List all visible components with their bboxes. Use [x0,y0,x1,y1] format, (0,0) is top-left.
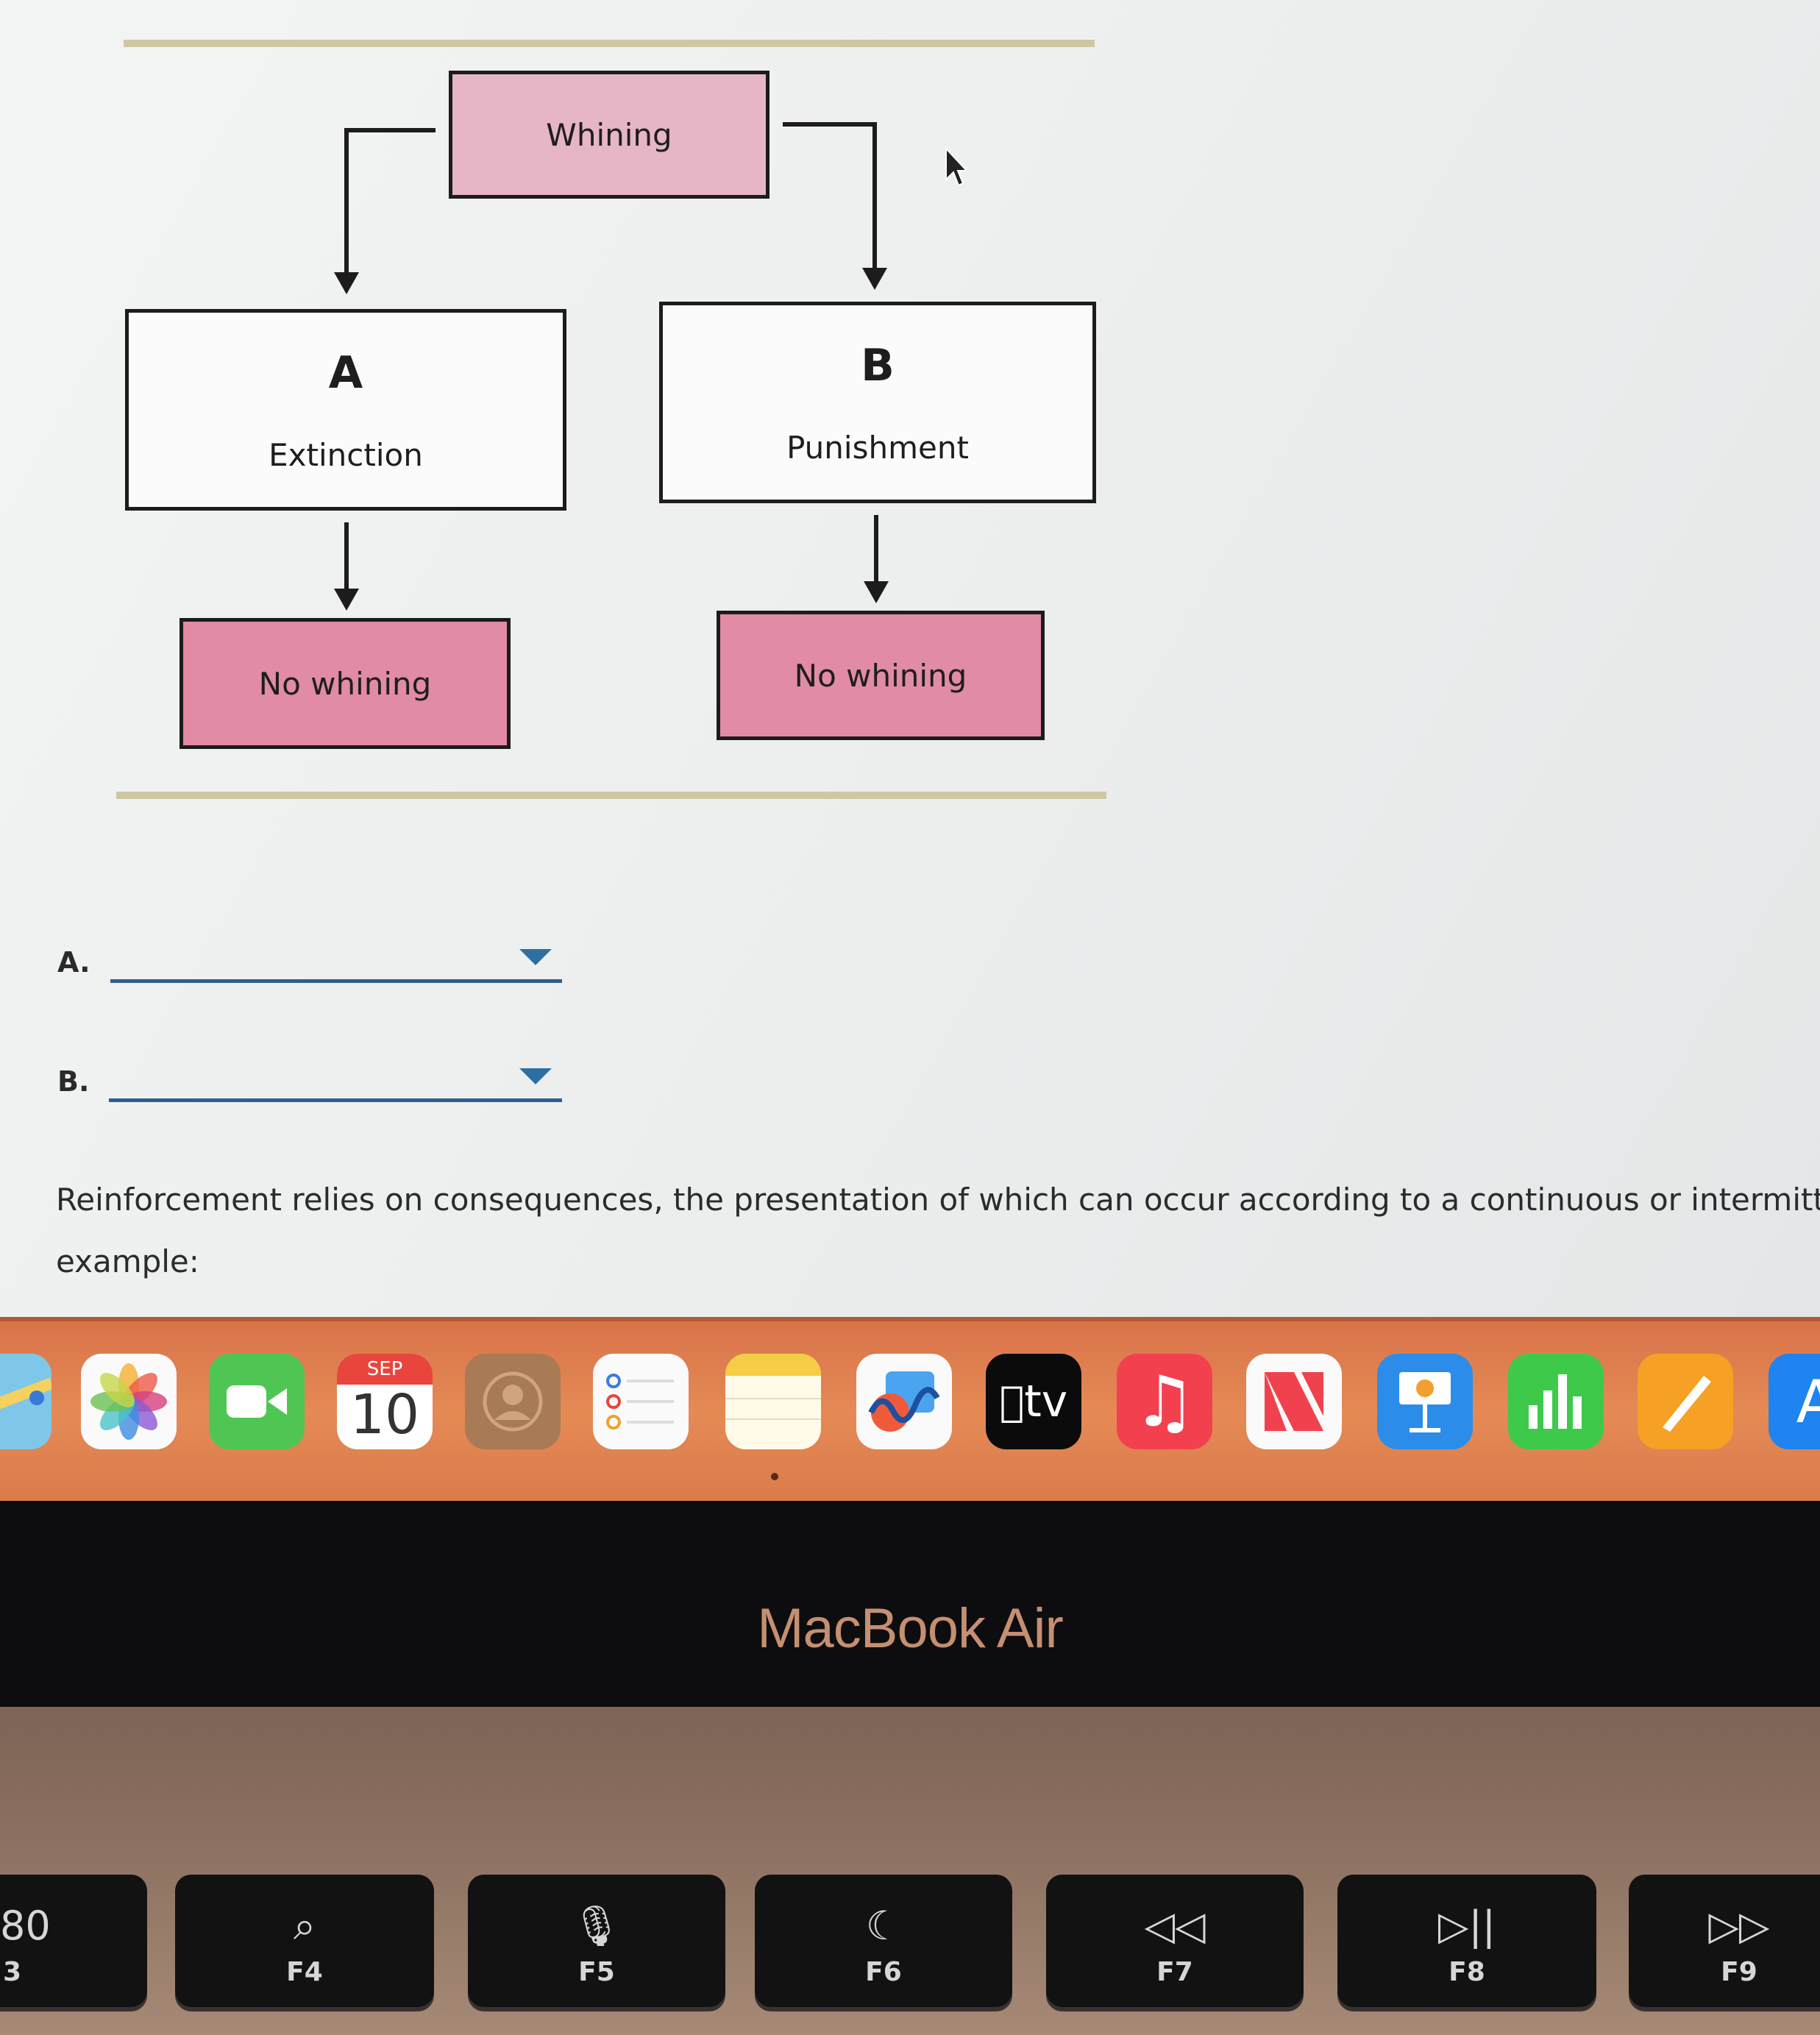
key-f8-label: F8 [1448,1957,1485,1987]
macbook-brand-label: MacBook Air [757,1597,1064,1660]
maps-icon[interactable] [0,1354,51,1449]
connector-left-vertical [344,128,349,272]
facetime-icon[interactable] [209,1354,305,1449]
key-f9[interactable]: ▷▷ F9 [1629,1875,1820,2007]
diagram-top-rule [124,40,1095,47]
arrow-a-shaft [344,522,349,593]
key-f5-label: F5 [578,1957,615,1987]
outcome-b-box: No whining [717,611,1045,740]
calendar-month: SEP [337,1354,433,1385]
key-f3-label: 3 [3,1957,22,1987]
paragraph-line-1: Reinforcement relies on consequences, th… [56,1182,1820,1218]
notes-running-indicator [771,1473,778,1480]
apple-tv-icon[interactable]: tv [986,1354,1081,1449]
contacts-icon[interactable] [465,1354,561,1449]
box-b-letter: B [861,339,895,391]
chevron-down-icon[interactable] [519,1068,552,1084]
box-b: B Punishment [659,302,1096,503]
key-f3[interactable]: 80 3 [0,1875,147,2007]
key-f7-label: F7 [1156,1957,1193,1987]
question-a-label: A. [57,946,90,979]
search-icon: ⌕ [293,1903,316,1949]
question-b-label: B. [57,1065,90,1098]
fast-forward-icon: ▷▷ [1708,1903,1770,1949]
paragraph-line-2: example: [56,1243,199,1279]
arrow-b-head [864,581,889,603]
music-icon[interactable]: ♫ [1117,1354,1212,1449]
key-f5[interactable]: 🎙 F5 [468,1875,725,2007]
notes-icon[interactable] [725,1354,821,1449]
mouse-cursor-icon [945,147,967,187]
arrow-a-head [334,589,359,611]
key-f7[interactable]: ◁◁ F7 [1046,1875,1304,2007]
calendar-icon[interactable]: SEP 10 [337,1354,433,1449]
key-f3-symbol: 80 [0,1903,51,1949]
reminders-icon[interactable] [593,1354,689,1449]
key-f4[interactable]: ⌕ F4 [175,1875,434,2007]
moon-icon: ☾ [865,1903,902,1949]
microphone-icon: 🎙 [571,1903,622,1949]
photos-icon[interactable] [81,1354,177,1449]
box-a-label: Extinction [269,436,423,473]
whining-label: Whining [546,116,672,153]
key-f4-label: F4 [286,1957,323,1987]
arrow-b-shaft [874,515,878,586]
diagram-bottom-rule [116,792,1106,799]
outcome-b-label: No whining [794,657,967,694]
screen: Whining A Extinction B Punishment No whi… [0,0,1820,1317]
laptop-bezel: MacBook Air [0,1501,1820,1707]
connector-right-vertical [872,122,877,268]
key-f6[interactable]: ☾ F6 [755,1875,1012,2007]
box-a: A Extinction [125,309,566,511]
calendar-day: 10 [349,1383,420,1446]
freeform-icon[interactable] [856,1354,952,1449]
keyboard-deck: 80 3 ⌕ F4 🎙 F5 ☾ F6 ◁◁ F7 ▷|| F8 ▷▷ F9 [0,1707,1820,2035]
numbers-icon[interactable] [1508,1354,1604,1449]
rewind-icon: ◁◁ [1144,1903,1206,1949]
play-pause-icon: ▷|| [1438,1903,1496,1949]
chevron-down-icon[interactable] [519,949,552,965]
key-f6-label: F6 [865,1957,902,1987]
outcome-a-label: No whining [258,665,432,702]
keynote-icon[interactable] [1377,1354,1473,1449]
outcome-a-box: No whining [179,618,511,749]
question-a-dropdown[interactable] [110,942,562,983]
key-f9-label: F9 [1721,1957,1757,1987]
app-store-icon[interactable]: A [1769,1354,1820,1449]
arrow-head-a [334,272,359,294]
pages-icon[interactable] [1638,1354,1733,1449]
box-a-letter: A [328,347,363,399]
dock: SEP 10 tv ♫ A [0,1317,1820,1505]
box-b-label: Punishment [786,429,969,466]
apple-tv-label: tv [1012,1376,1067,1427]
question-b-dropdown[interactable] [109,1061,562,1102]
connector-left-horizontal [344,128,436,132]
key-f8[interactable]: ▷|| F8 [1337,1875,1596,2007]
connector-right-horizontal [783,122,877,127]
news-icon[interactable] [1246,1354,1342,1449]
whining-box: Whining [449,71,769,199]
arrow-head-b [862,268,887,290]
